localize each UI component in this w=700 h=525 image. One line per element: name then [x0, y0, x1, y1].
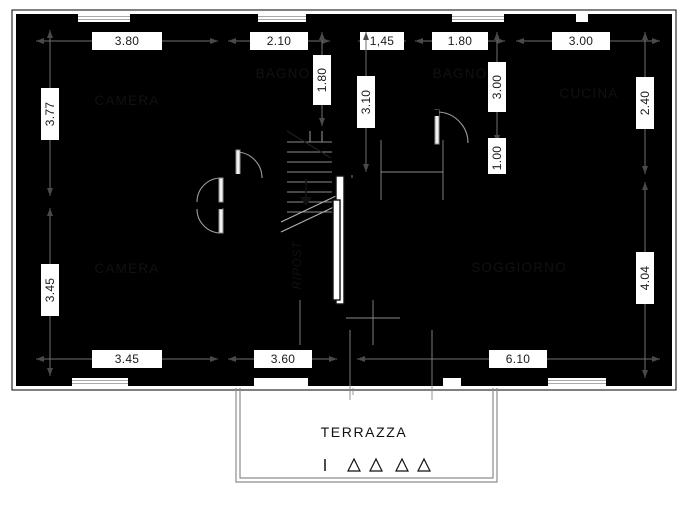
top-wall-windows [78, 14, 588, 22]
dim-label-1-80-v: 1.80 [315, 68, 329, 93]
dim-label-3-00-h: 3.00 [569, 34, 594, 48]
staircase: RIPOST [280, 130, 345, 305]
bottom-wall-windows [72, 378, 606, 386]
dim-3-77: 3.77 [41, 30, 59, 196]
dim-4-04: 4.04 [636, 182, 654, 378]
room-label-bagno-right: BAGNO [433, 66, 488, 81]
room-label-soggiorno: SOGGIORNO [471, 260, 567, 275]
dim-1-00: 1.00 [488, 138, 506, 174]
dim-3-10: 3.10 [357, 32, 375, 172]
room-label-camera-top: CAMERA [95, 93, 160, 108]
dim-3-45-v: 3.45 [41, 208, 59, 376]
dim-label-3-60: 3.60 [271, 352, 296, 366]
dim-1-80-v: 1.80 [313, 32, 331, 126]
dim-6-10: 6.10 [357, 350, 660, 368]
terrace-furniture-icons [324, 457, 431, 472]
triangle-icon-1 [347, 457, 361, 472]
dim-label-3-45-h: 3.45 [115, 352, 140, 366]
dim-label-1-00: 1.00 [490, 146, 504, 171]
triangle-icon-3 [395, 457, 409, 472]
room-label-camera-bottom: CAMERA [95, 261, 160, 276]
dim-label-2-10: 2.10 [267, 34, 292, 48]
dim-label-6-10: 6.10 [506, 352, 531, 366]
dim-label-3-45-v: 3.45 [43, 278, 57, 303]
dim-label-3-77: 3.77 [43, 102, 57, 127]
dim-3-45-h: 3.45 [36, 350, 218, 368]
doors [196, 109, 469, 234]
dimension-lines: 3.80 2.10 1,45 [36, 30, 660, 400]
dim-3-00-v: 3.00 [488, 32, 506, 143]
axis-lines [299, 140, 444, 400]
room-label-bagno-left: BAGNO [256, 66, 311, 81]
dim-3-80: 3.80 [36, 32, 218, 50]
dim-label-3-80: 3.80 [115, 34, 140, 48]
dim-2-40: 2.40 [636, 32, 654, 174]
dim-label-1-45: 1,45 [370, 34, 395, 48]
dim-3-00-h: 3.00 [516, 32, 660, 50]
triangle-icon-2 [369, 457, 383, 472]
stair-down-arrow-icon [300, 178, 312, 206]
terrazza: TERRAZZA [235, 388, 498, 483]
room-labels: CAMERA CAMERA BAGNO BAGNO CUCINA SOGGIOR… [95, 66, 619, 276]
dim-label-4-04: 4.04 [638, 266, 652, 291]
dim-label-2-40: 2.40 [638, 91, 652, 116]
triangle-icon-4 [417, 457, 431, 472]
room-label-ripost: RIPOST [292, 241, 304, 290]
room-label-cucina: CUCINA [560, 86, 619, 101]
dim-3-60: 3.60 [228, 350, 337, 368]
dim-label-1-80-h: 1.80 [448, 34, 473, 48]
dim-label-3-00-v: 3.00 [490, 75, 504, 100]
dim-label-3-10: 3.10 [359, 90, 373, 115]
room-label-terrazza: TERRAZZA [321, 424, 408, 440]
